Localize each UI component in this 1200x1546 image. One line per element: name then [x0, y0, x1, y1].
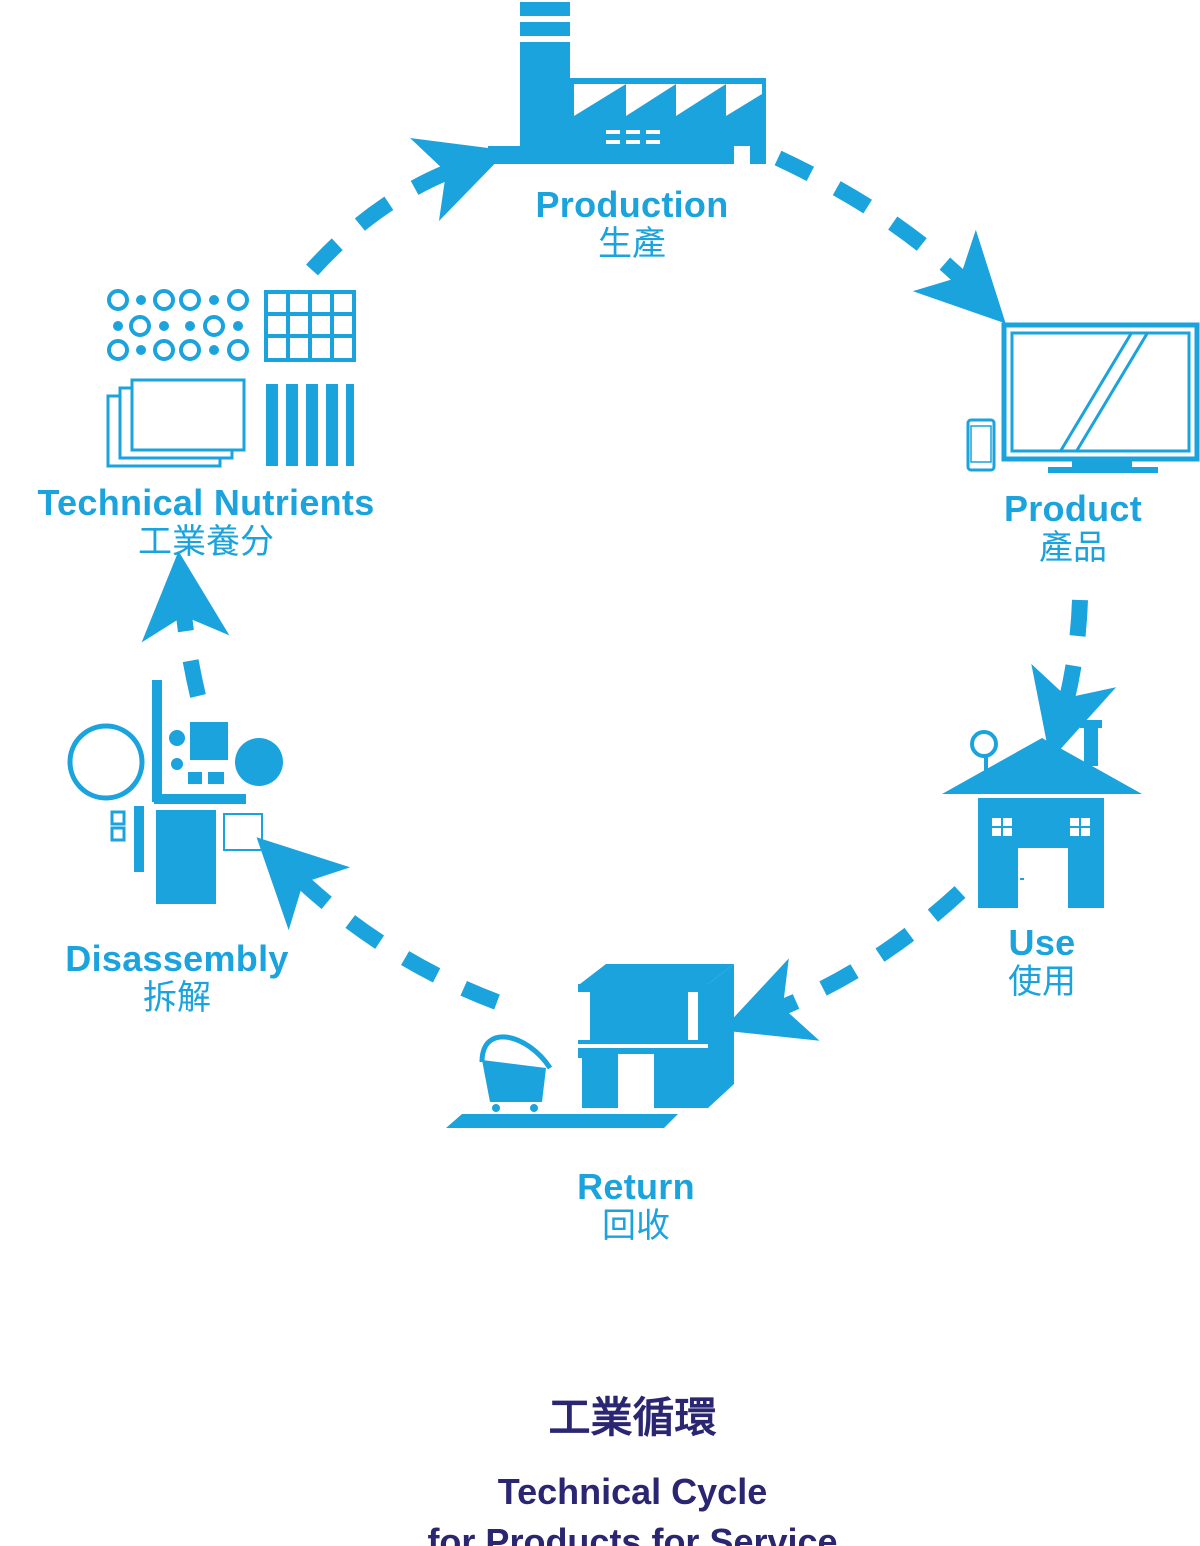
materials-icon — [106, 289, 356, 468]
diagram-title: 工業循環 Technical Cycle for Products for Se… — [0, 1384, 1200, 1546]
arrow-disassembly-to-nutrients — [141, 551, 230, 698]
store-cart-icon — [446, 964, 734, 1128]
arrow-nutrients-to-production — [306, 137, 508, 276]
stage-return-label-zh: 回收 — [602, 1206, 670, 1247]
stage-technical-nutrients-label: Technical Nutrients — [37, 482, 375, 523]
monitor-phone-icon — [966, 322, 1200, 473]
stage-disassembly: Disassembly 拆解 — [46, 938, 308, 1018]
diagram-title-zh: 工業循環 — [548, 1393, 717, 1442]
stage-product-label-zh: 產品 — [1039, 528, 1107, 569]
house-icon — [942, 720, 1142, 908]
stage-production-label-zh: 生產 — [598, 224, 666, 265]
stage-disassembly-label-zh: 拆解 — [143, 978, 211, 1019]
stage-use-label: Use — [1008, 922, 1076, 963]
factory-icon — [488, 2, 766, 164]
stage-technical-nutrients-label-zh: 工業養分 — [138, 522, 274, 563]
stage-production-label: Production — [535, 184, 729, 225]
stage-technical-nutrients: Technical Nutrients 工業養分 — [14, 482, 398, 562]
stage-production: Production 生產 — [532, 184, 732, 264]
diagram-title-en-line1: Technical Cycle — [497, 1471, 768, 1512]
stage-return: Return 回收 — [556, 1166, 716, 1246]
parts-icon — [67, 680, 283, 904]
stage-disassembly-label: Disassembly — [65, 938, 289, 979]
arrow-production-to-product — [774, 150, 1006, 324]
stage-use-label-zh: 使用 — [1008, 962, 1076, 1003]
stage-return-label: Return — [577, 1166, 695, 1207]
arrow-return-to-disassembly — [256, 837, 500, 1010]
arrow-use-to-return — [721, 886, 966, 1041]
stage-use: Use 使用 — [990, 922, 1094, 1002]
diagram-title-en-line2: for Products for Service — [427, 1521, 838, 1546]
stage-product-label: Product — [1003, 488, 1143, 529]
stage-product: Product 產品 — [996, 488, 1150, 568]
arrow-product-to-use — [1031, 599, 1117, 761]
